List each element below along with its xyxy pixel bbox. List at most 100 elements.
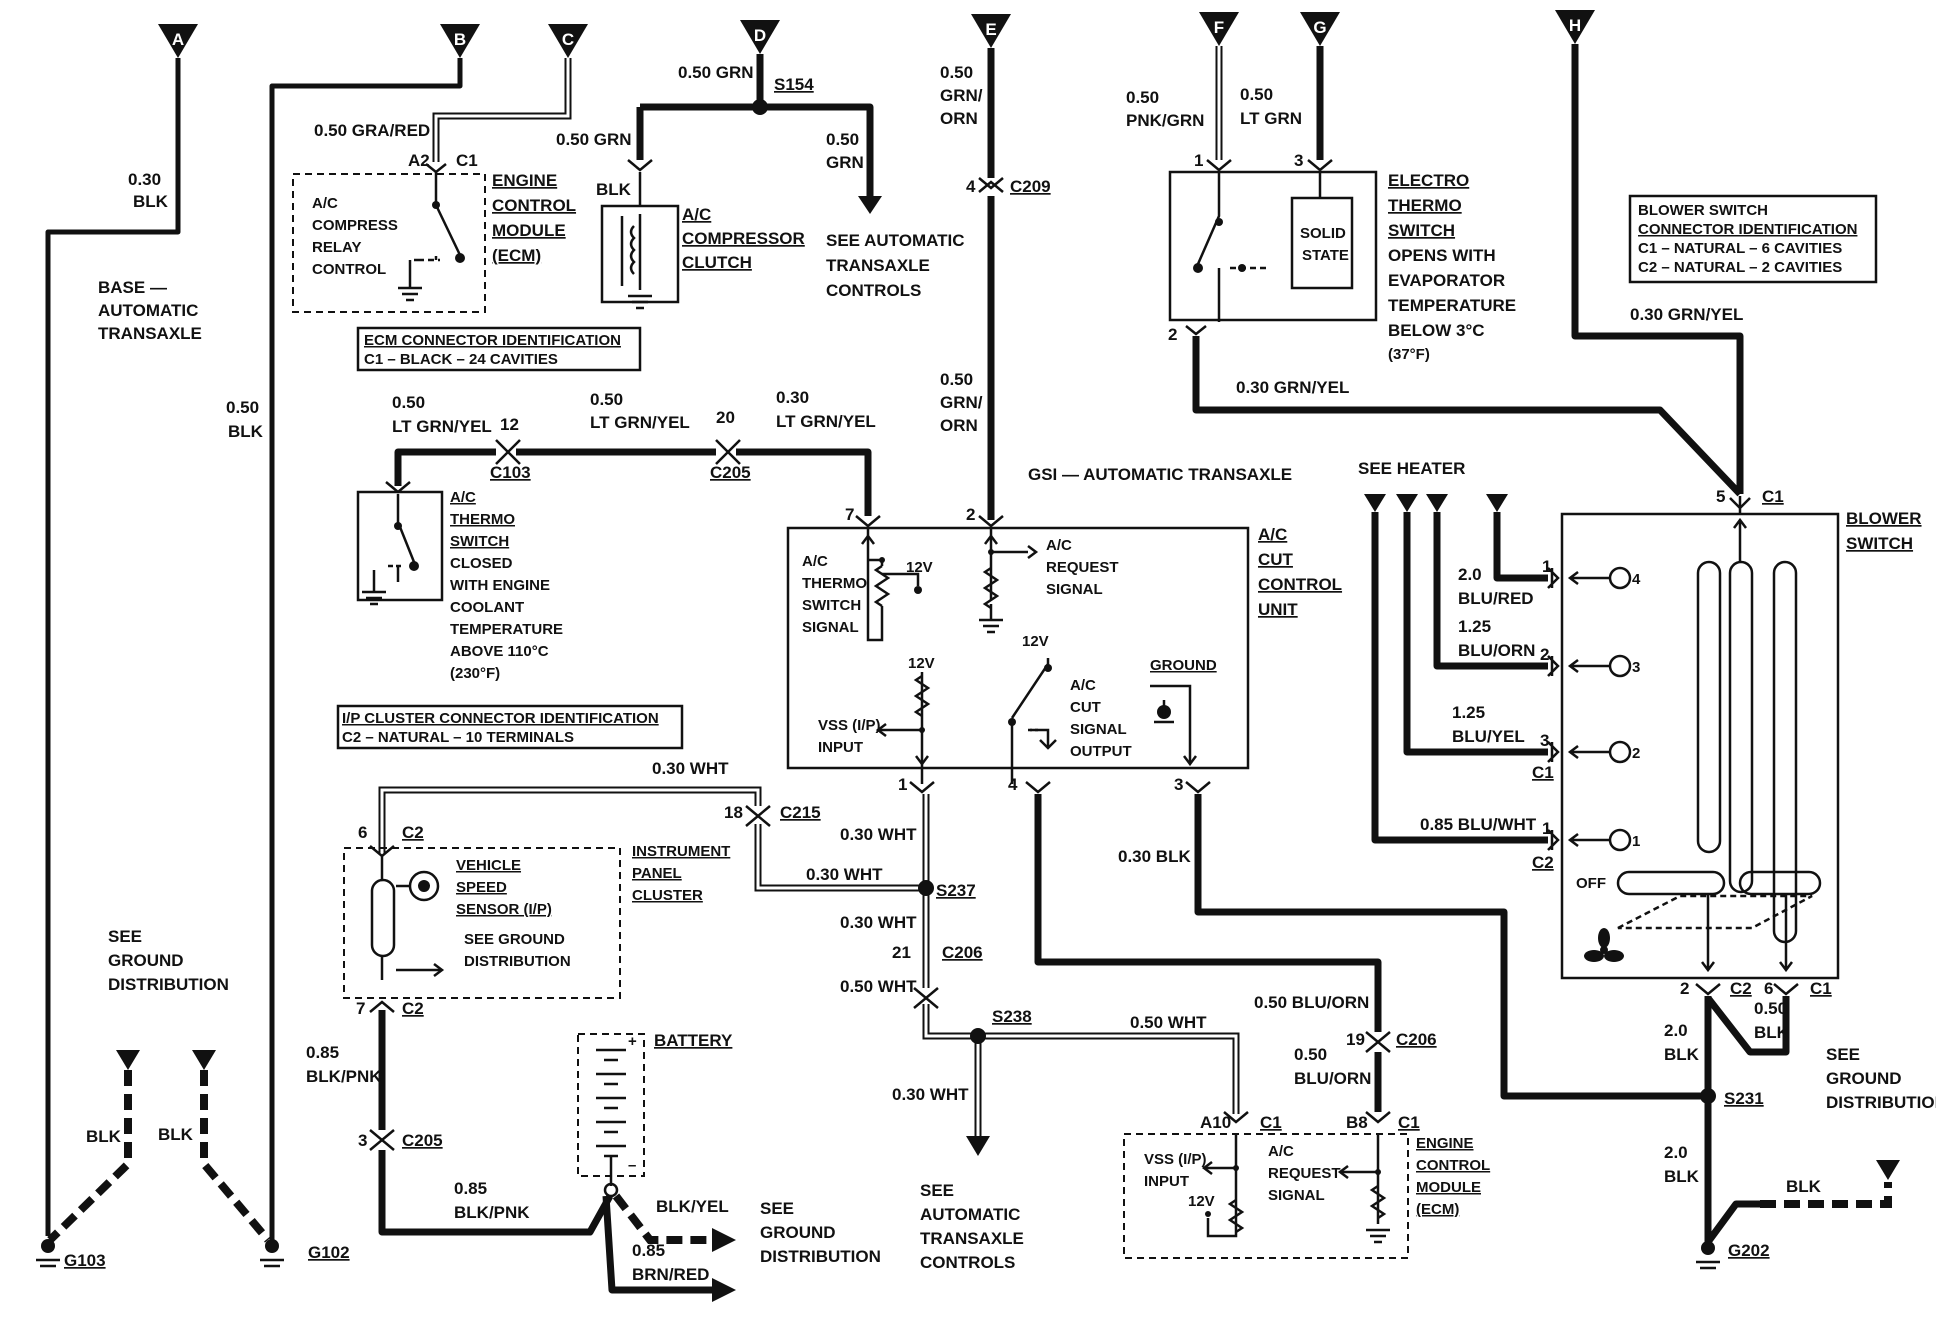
svg-text:A/C: A/C (1070, 677, 1096, 694)
svg-text:C1: C1 (1810, 979, 1832, 998)
ecm-pin-a2: A2 (408, 151, 430, 170)
connector-b: B (440, 24, 480, 58)
svg-text:SWITCH: SWITCH (1846, 534, 1913, 553)
svg-text:TRANSAXLE: TRANSAXLE (826, 256, 930, 275)
ecm-top-module: A/C COMPRESS RELAY CONTROL (292, 172, 486, 313)
battery-label: BATTERY (654, 1031, 733, 1050)
svg-text:12V: 12V (906, 559, 933, 576)
wire-blk-cut-ground (1194, 794, 1706, 1100)
wire-e-grn-orn (978, 48, 1004, 520)
wire-blk-yel (612, 1193, 736, 1252)
ecm-connector-id: ECM CONNECTOR IDENTIFICATION C1 – BLACK … (356, 326, 642, 372)
svg-text:GROUND: GROUND (760, 1223, 836, 1242)
see-heater-note: SEE HEATER (1358, 459, 1465, 478)
wire-blk-yel-label: BLK/YEL (656, 1197, 729, 1216)
cut-output-label: A/C CUT SIGNAL OUTPUT (1070, 677, 1132, 760)
wire-grn-yel-1: 0.30 GRN/YEL (1236, 378, 1349, 397)
svg-text:TRANSAXLE: TRANSAXLE (98, 324, 202, 343)
svg-text:6: 6 (1764, 979, 1773, 998)
wire-bs-blk: BLK (1754, 1023, 1790, 1042)
cut-request-label: A/C REQUEST SIGNAL (1046, 537, 1119, 598)
svg-text:CONTROLS: CONTROLS (920, 1253, 1015, 1272)
wire-blu-wht (1371, 512, 1548, 844)
svg-text:CLUSTER: CLUSTER (632, 887, 703, 904)
svg-text:3: 3 (1540, 731, 1549, 750)
ecm-bottom-request-label: A/C REQUEST SIGNAL (1268, 1143, 1341, 1204)
svg-text:SPEED: SPEED (456, 879, 507, 896)
svg-text:INPUT: INPUT (818, 739, 863, 756)
see-ground-batt-note: SEE GROUND DISTRIBUTION (760, 1199, 881, 1266)
svg-text:0.30: 0.30 (776, 388, 809, 407)
connector-e: E (971, 14, 1011, 48)
svg-text:0.50: 0.50 (1126, 88, 1159, 107)
svg-text:3: 3 (1632, 659, 1640, 676)
svg-text:ABOVE 110°C: ABOVE 110°C (450, 643, 549, 660)
svg-text:1: 1 (1542, 819, 1551, 838)
svg-text:(37°F): (37°F) (1388, 346, 1430, 363)
svg-text:CONTROLS: CONTROLS (826, 281, 921, 300)
svg-text:12V: 12V (1188, 1193, 1215, 1210)
svg-text:2.0: 2.0 (1664, 1143, 1688, 1162)
vss-label: VEHICLE SPEED SENSOR (I/P) SEE GROUND DI… (456, 857, 571, 970)
battery: + – (577, 1033, 645, 1198)
base-auto-note: BASE — AUTOMATIC TRANSAXLE (98, 278, 202, 343)
svg-text:2: 2 (1632, 745, 1640, 762)
compressor-blk: BLK (596, 180, 632, 199)
wire-b-color: BLK (228, 422, 264, 441)
svg-text:DISTRIBUTION: DISTRIBUTION (464, 953, 571, 970)
svg-text:BLOWER: BLOWER (1846, 509, 1922, 528)
ecm-top-label: ENGINE CONTROL MODULE (ECM) (492, 171, 576, 265)
svg-text:BLK: BLK (1786, 1177, 1822, 1196)
wire-wht-top: 0.30 WHT (652, 759, 729, 778)
svg-text:(ECM): (ECM) (492, 246, 541, 265)
electro-thermo-switch: SOLID STATE (1168, 170, 1378, 322)
c103-connector: C103 (490, 463, 531, 482)
svg-text:C2: C2 (1532, 853, 1554, 872)
svg-text:STATE: STATE (1302, 247, 1349, 264)
c205-top-connector: C205 (710, 463, 751, 482)
svg-text:INPUT: INPUT (1144, 1173, 1189, 1190)
g102-label: G102 (308, 1243, 350, 1262)
svg-text:A10: A10 (1200, 1113, 1231, 1132)
svg-text:CUT: CUT (1258, 550, 1294, 569)
connector-a-label: A (172, 30, 184, 49)
svg-text:0.50: 0.50 (1240, 85, 1273, 104)
svg-text:CLOSED: CLOSED (450, 555, 513, 572)
splice-s231: S231 (1724, 1089, 1764, 1108)
svg-text:C1: C1 (1532, 763, 1554, 782)
svg-text:SEE AUTOMATIC: SEE AUTOMATIC (826, 231, 965, 250)
wire-wht-d: 0.50 WHT (840, 977, 917, 996)
heater-arrows (1364, 494, 1508, 512)
wire-d-label-2: 0.50 GRN (556, 130, 632, 149)
svg-text:A/C: A/C (1268, 1143, 1294, 1160)
svg-text:12V: 12V (908, 655, 935, 672)
svg-text:CONTROL: CONTROL (1416, 1157, 1490, 1174)
svg-text:12V: 12V (1022, 633, 1049, 650)
svg-text:CLUTCH: CLUTCH (682, 253, 752, 272)
connector-d: D (740, 20, 780, 54)
svg-text:A/C: A/C (450, 489, 476, 506)
svg-text:2.0: 2.0 (1458, 565, 1482, 584)
svg-text:GROUND: GROUND (1826, 1069, 1902, 1088)
wire-blu-red-label: BLU/RED (1458, 589, 1534, 608)
blower-label: BLOWER SWITCH (1846, 509, 1922, 553)
svg-text:THERMO: THERMO (802, 575, 867, 592)
svg-text:SWITCH: SWITCH (450, 533, 509, 550)
connector-h: H (1555, 10, 1595, 44)
wire-g202-blk: BLK (1664, 1167, 1700, 1186)
splice-s154: S154 (774, 75, 814, 94)
svg-text:C1: C1 (1762, 487, 1784, 506)
cut-thermo-signal-label: A/C THERMO SWITCH SIGNAL (802, 553, 867, 636)
wire-blk-pnk-a: BLK/PNK (306, 1067, 382, 1086)
wire-wht-f: 0.30 WHT (892, 1085, 969, 1104)
svg-text:1: 1 (1542, 557, 1551, 576)
svg-text:0.85: 0.85 (306, 1043, 339, 1062)
svg-text:COOLANT: COOLANT (450, 599, 524, 616)
svg-text:BLOWER SWITCH: BLOWER SWITCH (1638, 202, 1768, 219)
svg-text:SIGNAL: SIGNAL (1070, 721, 1127, 738)
connector-g-label: G (1313, 18, 1326, 37)
svg-text:4: 4 (1008, 775, 1018, 794)
wire-d-out-gauge: 0.50 (826, 130, 859, 149)
wire-a-gauge: 0.30 (128, 170, 161, 189)
c206-b-connector: C206 (1396, 1030, 1437, 1049)
